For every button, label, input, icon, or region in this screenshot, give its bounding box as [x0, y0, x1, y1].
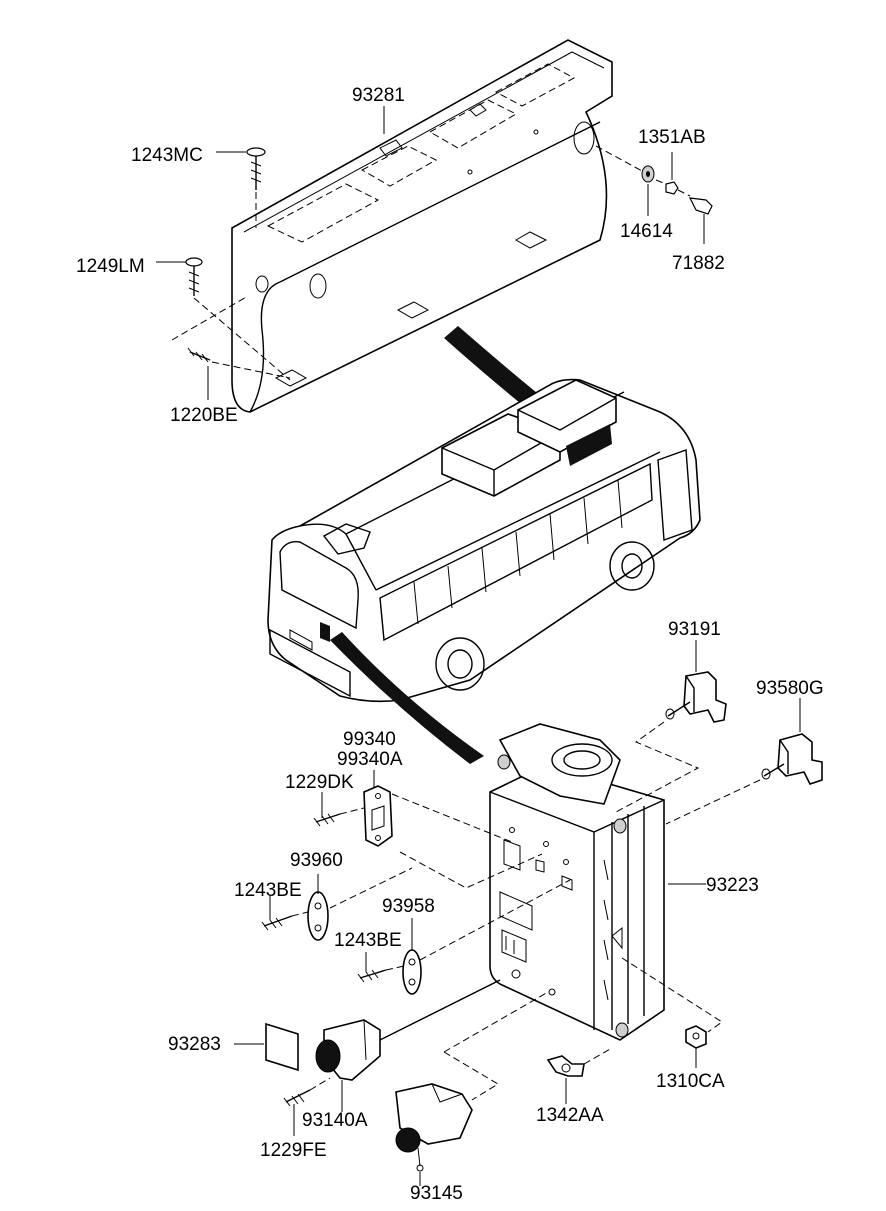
bus-illustration [267, 378, 701, 703]
switch-93140A [315, 979, 501, 1112]
label-71882: 71882 [672, 253, 725, 274]
screw-1229FE [283, 1077, 331, 1136]
label-1351AB: 1351AB [638, 127, 706, 148]
label-sticker-93283 [234, 1022, 299, 1072]
nut-1310CA [621, 957, 723, 1068]
cover-plate-93958 [402, 879, 571, 995]
connector-93191 [615, 640, 727, 813]
screw-1243BE-lower [357, 952, 405, 983]
cover-plate-93960 [307, 851, 543, 941]
screw-1243MC [216, 147, 266, 228]
label-93223: 93223 [706, 875, 759, 896]
label-93145: 93145 [410, 1183, 463, 1204]
wing-nut-1342AA [546, 1047, 613, 1104]
label-14614: 14614 [620, 221, 673, 242]
junction-box [489, 723, 665, 1041]
label-93580G: 93580G [756, 678, 824, 699]
label-99340A: 99340A [337, 749, 403, 770]
label-1243MC: 1243MC [131, 145, 203, 166]
label-1310CA: 1310CA [656, 1071, 725, 1092]
fastener-group-right [595, 145, 713, 244]
label-93958: 93958 [382, 896, 435, 917]
label-1243BE-upper: 1243BE [234, 880, 302, 901]
label-93960: 93960 [290, 850, 343, 871]
label-93281: 93281 [352, 85, 405, 106]
label-1220BE: 1220BE [170, 405, 238, 426]
label-1229DK: 1229DK [285, 772, 354, 793]
label-1243BE-lower: 1243BE [334, 930, 402, 951]
connector-93580G [665, 698, 823, 825]
screw-1243BE-upper [261, 896, 309, 931]
relay-bracket-99340 [363, 770, 513, 847]
label-1229FE: 1229FE [260, 1140, 327, 1161]
leader-arrow-bottom [330, 632, 484, 764]
label-93283: 93283 [168, 1034, 221, 1055]
socket-93145 [395, 991, 549, 1186]
label-93140A: 93140A [302, 1110, 368, 1131]
label-93191: 93191 [668, 619, 721, 640]
screw-1229DK [313, 792, 365, 827]
screw-1220BE [171, 295, 291, 400]
overhead-console-panel [231, 39, 613, 413]
label-1342AA: 1342AA [536, 1105, 604, 1126]
screw-1249LM [156, 257, 291, 381]
label-99340: 99340 [343, 729, 396, 750]
label-1249LM: 1249LM [76, 256, 145, 277]
